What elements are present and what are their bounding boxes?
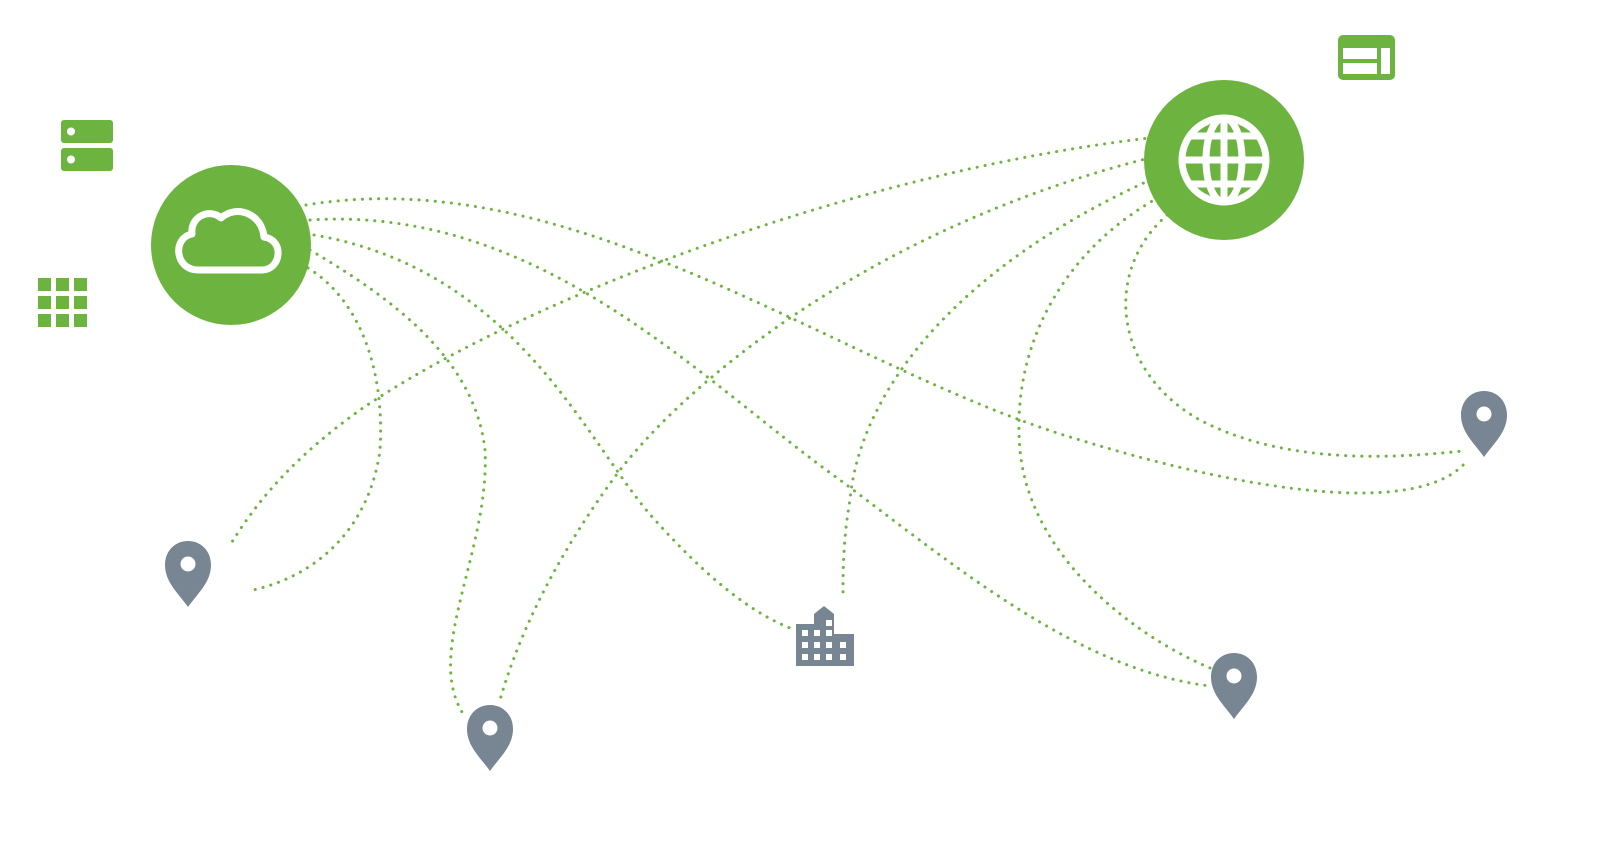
connection-lines — [230, 133, 1468, 714]
cloud-hub — [151, 165, 311, 325]
server-icon — [61, 120, 113, 171]
link-cloud-pin-bottom-right — [308, 217, 1212, 688]
browser-window-icon — [1338, 35, 1395, 80]
location-pin-icon — [1211, 653, 1257, 719]
link-globe-pin-right — [1124, 203, 1464, 458]
link-cloud-pin-right — [304, 197, 1468, 495]
link-globe-pin-bottom — [498, 150, 1176, 702]
location-pin-icon — [467, 705, 513, 771]
location-pin-icon — [1461, 391, 1507, 457]
location-pin-icon — [165, 541, 211, 607]
link-globe-pin-left — [230, 133, 1179, 544]
globe-icon — [1178, 114, 1270, 206]
globe-hub — [1144, 80, 1304, 240]
office-building-icon — [796, 606, 854, 666]
link-cloud-pin-left — [251, 266, 383, 592]
link-cloud-building — [312, 233, 792, 630]
link-globe-pin-bottom-right — [1017, 188, 1217, 672]
link-globe-building — [841, 168, 1175, 597]
cloud-icon — [175, 208, 282, 274]
link-cloud-pin-bottom — [308, 248, 487, 714]
app-grid-icon — [38, 278, 87, 327]
